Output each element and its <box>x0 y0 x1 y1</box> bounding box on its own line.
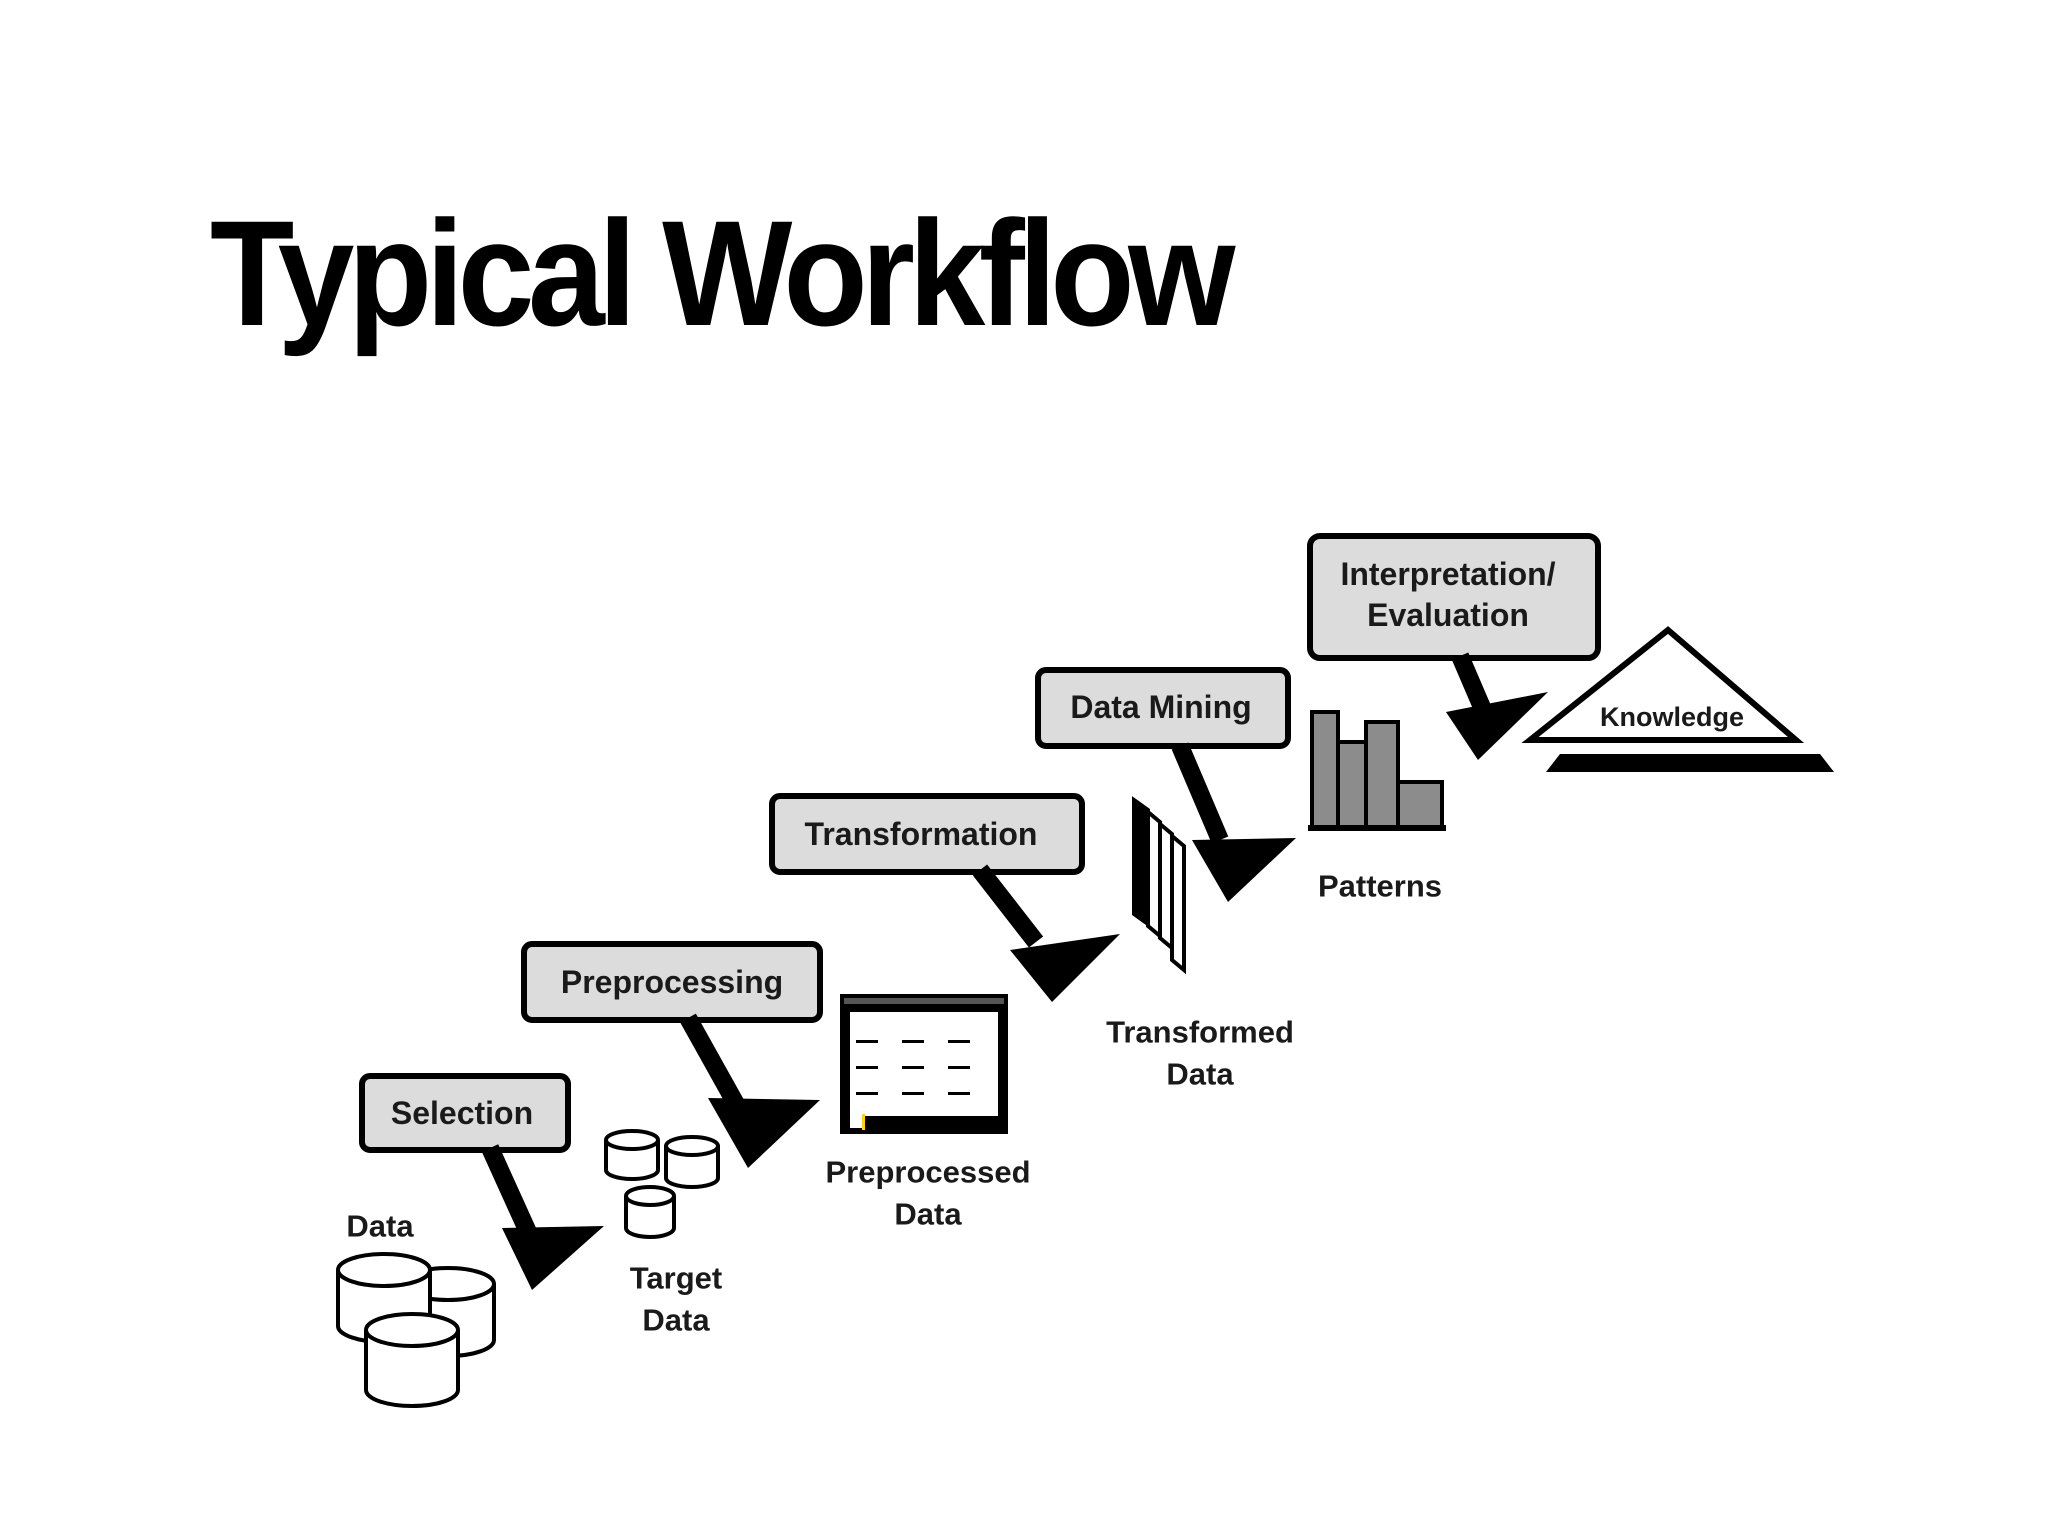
item-label-data: Data <box>346 1209 414 1244</box>
step-label-preprocessing: Preprocessing <box>561 964 783 1000</box>
item-label-transformed-line1: Transformed <box>1106 1015 1294 1050</box>
step-label-data-mining: Data Mining <box>1070 689 1251 725</box>
step-data-mining: Data Mining <box>1035 667 1291 749</box>
step-label-selection: Selection <box>391 1095 533 1131</box>
item-label-preprocessed-line2: Data <box>894 1197 962 1232</box>
item-label-transformed-line2: Data <box>1166 1057 1234 1092</box>
step-transformation: Transformation <box>769 793 1085 875</box>
step-interpretation-evaluation: Interpretation/ Evaluation <box>1307 533 1601 661</box>
step-label-interpretation-line2: Evaluation <box>1367 597 1529 633</box>
step-selection: Selection <box>359 1073 571 1153</box>
step-label-interpretation-line1: Interpretation/ <box>1340 556 1555 592</box>
item-label-knowledge: Knowledge <box>1600 702 1744 732</box>
arrow-transformation <box>972 864 1120 1002</box>
knowledge-pyramid-icon <box>1521 626 1834 772</box>
arrow-preprocessing <box>680 1013 820 1168</box>
small-cylinders-icon <box>604 1129 720 1239</box>
bar-chart-icon <box>1308 710 1446 831</box>
stacked-sheets-icon <box>1132 796 1186 975</box>
item-label-preprocessed-line1: Preprocessed <box>825 1155 1030 1190</box>
step-preprocessing: Preprocessing <box>521 941 823 1023</box>
item-label-target-line2: Data <box>642 1303 710 1338</box>
database-cylinders-icon <box>336 1252 496 1408</box>
slide-title: Typical Workflow <box>210 189 1235 357</box>
item-label-patterns: Patterns <box>1318 869 1442 904</box>
item-label-target-line1: Target <box>630 1261 722 1296</box>
arrow-interpretation <box>1446 652 1548 760</box>
step-label-transformation: Transformation <box>805 816 1038 852</box>
arrow-selection <box>481 1144 604 1290</box>
table-window-icon <box>840 994 1008 1134</box>
arrow-data-mining <box>1171 742 1296 902</box>
